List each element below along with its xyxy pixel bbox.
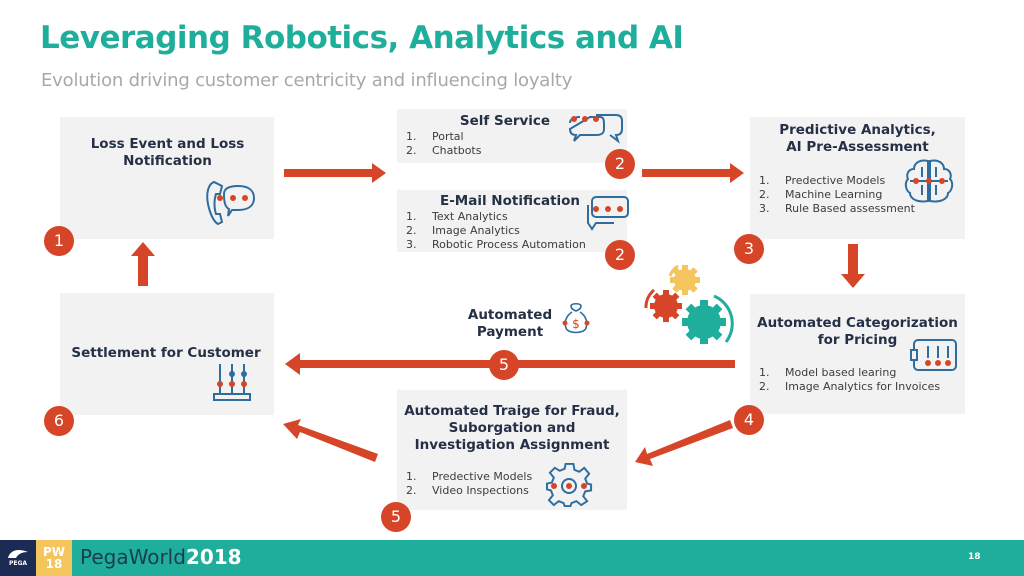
step-badge-5: 5 (381, 502, 411, 532)
payment-label: Automated Payment (467, 307, 553, 340)
message-bubbles-icon (587, 196, 629, 231)
self-service-list: 1.Portal 2.Chatbots (406, 130, 481, 158)
brand-name: PegaWorld2018 (80, 545, 242, 569)
list-item: 3.Robotic Process Automation (406, 237, 586, 251)
list-item: 1.Predective Models (406, 470, 533, 483)
arrow-6-to-1 (131, 242, 155, 286)
list-item: 2.Machine Learning (759, 187, 883, 201)
step-self-service-title: Self Service (459, 113, 551, 129)
step-predictive-title: Predictive Analytics, AI Pre-Assessment (779, 122, 936, 155)
pw18-badge: PW 18 (36, 540, 72, 576)
step-loss-event (60, 117, 274, 239)
predictive-list: 1.Predective Models 2.Machine Learning 3… (759, 174, 915, 215)
list-item: 1.Model based learing (759, 366, 897, 379)
step-categorization-title: Automated Categorization for Pricing (757, 315, 958, 348)
step-badge-4: 4 (734, 405, 764, 435)
arrow-2-to-3 (642, 163, 744, 183)
categorization-list: 1.Model based learing 2.Image Analytics … (759, 366, 940, 394)
arrow-1-to-2 (284, 163, 386, 183)
step-badge-6: 6 (44, 406, 74, 436)
sliders-panel-icon (910, 339, 957, 371)
chat-bubbles-icon (568, 114, 623, 144)
step-badge-2b: 2 (605, 240, 635, 270)
arrow-3-to-4 (841, 244, 865, 288)
step-triage-title: Automated Traige for Fraud, Suborgation … (404, 403, 620, 453)
triage-list: 1.Predective Models 2.Video Inspections (406, 470, 532, 498)
list-item: 2.Image Analytics (406, 223, 520, 237)
slide-subtitle: Evolution driving customer centricity an… (41, 70, 573, 91)
list-item: 2.Chatbots (406, 143, 482, 157)
step-badge-1: 1 (44, 226, 74, 256)
gear-icon (546, 462, 593, 508)
money-bag-icon: $ (562, 302, 590, 334)
list-item: 2.Video Inspections (406, 483, 529, 497)
step-loss-event-title: Loss Event and Loss Notification (90, 136, 245, 169)
svg-text:$: $ (572, 317, 580, 331)
gears-icon (644, 264, 734, 344)
pega-logo-text: PEGA (8, 560, 28, 567)
list-item: 1.Portal (406, 130, 464, 143)
step-badge-3: 3 (734, 234, 764, 264)
step-badge-payment: 5 (489, 350, 519, 380)
pega-logo (0, 540, 36, 576)
step-badge-2a: 2 (605, 149, 635, 179)
list-item: 3.Rule Based assessment (759, 201, 915, 215)
brain-circuit-icon (904, 159, 954, 203)
step-settlement-title: Settlement for Customer (71, 345, 261, 361)
list-item: 1.Text Analytics (406, 210, 508, 223)
phone-chat-icon (206, 180, 256, 226)
slide-title: Leveraging Robotics, Analytics and AI (40, 20, 684, 56)
page-number: 18 (968, 552, 981, 562)
list-item: 2.Image Analytics for Invoices (759, 379, 941, 393)
email-list: 1.Text Analytics 2.Image Analytics 3.Rob… (406, 210, 586, 251)
arrow-5-to-6 (283, 419, 378, 462)
arrow-4-to-5 (635, 420, 733, 466)
footer-bar (0, 540, 1024, 576)
step-email-title: E-Mail Notification (439, 193, 581, 209)
abacus-icon (213, 364, 251, 401)
list-item: 1.Predective Models (759, 174, 886, 187)
pega-logo-mark-icon (8, 550, 28, 558)
step-automated-categorization (750, 294, 965, 414)
